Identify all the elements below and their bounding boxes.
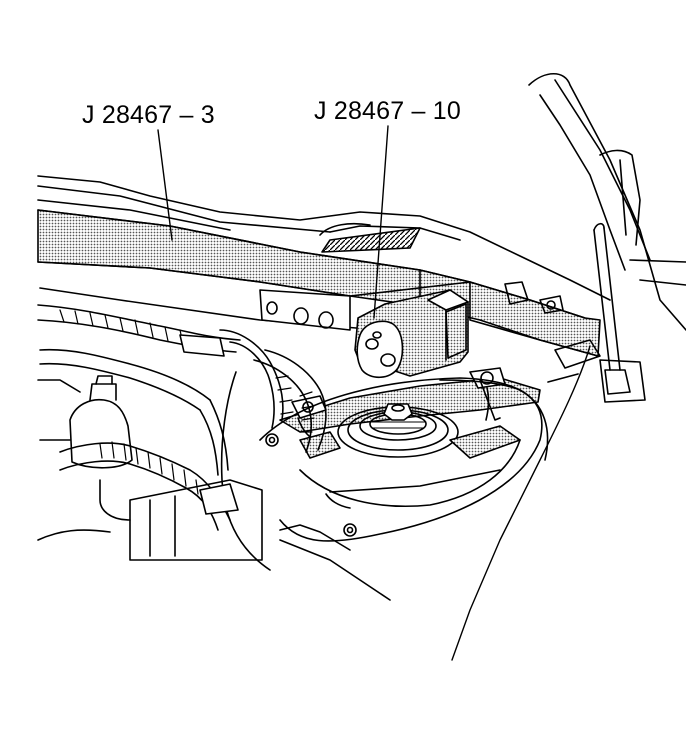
- cowl-panel: [37, 175, 611, 341]
- hood-strut: [593, 222, 646, 403]
- cowl-grille: [321, 227, 421, 253]
- coolant-reservoir: [39, 375, 133, 469]
- bracket-j28467-10: [279, 289, 541, 443]
- fuse-box: [99, 479, 263, 561]
- hood-panel: [528, 72, 686, 331]
- callout-j28467-3: J 28467 – 3: [82, 101, 215, 129]
- leader-line-j28467-10: [373, 125, 389, 319]
- leader-line-j28467-3: [157, 129, 173, 241]
- support-bar-j28467-3: [37, 209, 601, 357]
- fender-edge: [279, 339, 601, 661]
- callout-j28467-10: J 28467 – 10: [314, 97, 461, 125]
- fender-top: [37, 379, 111, 541]
